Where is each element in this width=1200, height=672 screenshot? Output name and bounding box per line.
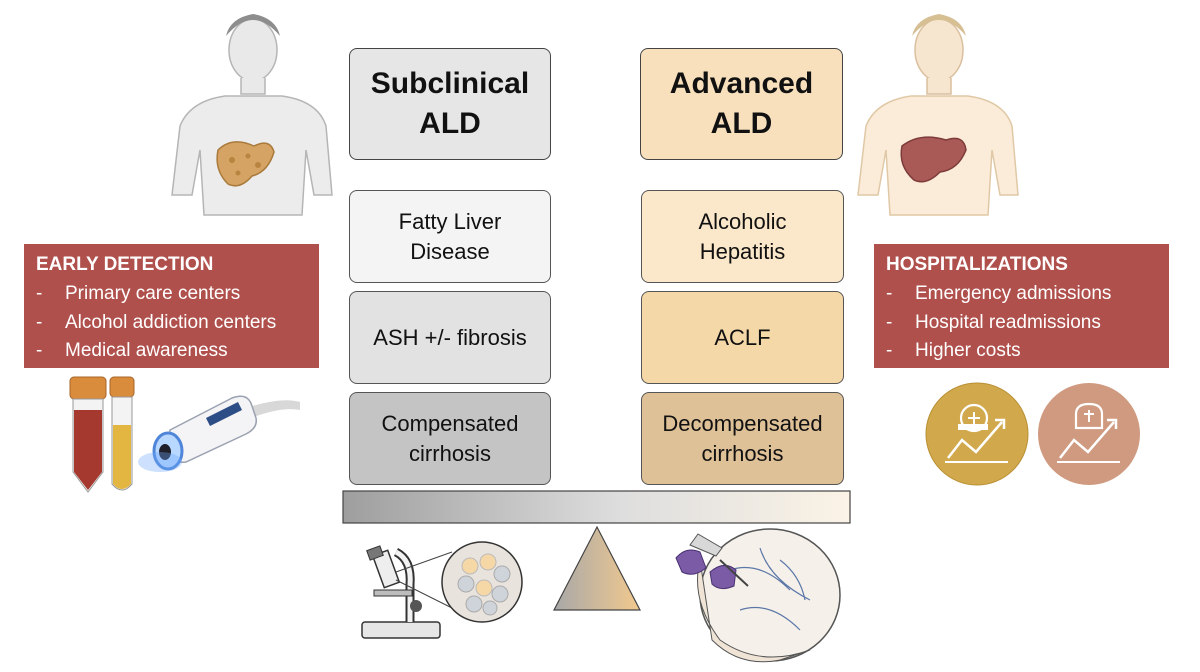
- test-tubes-icon: [69, 376, 135, 493]
- stage-compensated-cirrhosis: Compensated cirrhosis: [349, 392, 551, 485]
- higher-costs-icon: [1038, 383, 1140, 485]
- stage-label: Fatty Liver Disease: [398, 208, 502, 264]
- stage-alcoholic-hepatitis: Alcoholic Hepatitis: [641, 190, 844, 283]
- list-item: -Medical awareness: [36, 340, 228, 361]
- stage-fatty-liver: Fatty Liver Disease: [349, 190, 551, 283]
- subclinical-title: Subclinical ALD: [370, 67, 530, 140]
- hospitalizations-title: HOSPITALIZATIONS: [886, 254, 1068, 275]
- ascites-paracentesis-icon: [675, 528, 841, 663]
- microscope-icon: [361, 545, 441, 639]
- stage-aclf: ACLF: [641, 291, 844, 384]
- stage-label: Decompensated cirrhosis: [662, 410, 823, 466]
- stage-decompensated-cirrhosis: Decompensated cirrhosis: [641, 392, 844, 485]
- list-item: -Primary care centers: [36, 283, 241, 304]
- list-item: -Emergency admissions: [886, 283, 1112, 304]
- human-body-right-icon: [857, 14, 1019, 216]
- list-item: -Higher costs: [886, 340, 1021, 361]
- tissue-zoom-icon: [395, 541, 523, 623]
- stage-label: Alcoholic Hepatitis: [698, 208, 787, 264]
- hospital-admissions-icon: [925, 382, 1029, 486]
- hospitalizations-panel: HOSPITALIZATIONS -Emergency admissions -…: [874, 244, 1169, 368]
- list-item: -Hospital readmissions: [886, 311, 1101, 333]
- balance-fulcrum: [553, 525, 641, 611]
- subclinical-header: Subclinical ALD: [349, 48, 551, 160]
- early-detection-panel: EARLY DETECTION -Primary care centers -A…: [24, 244, 319, 368]
- fibroscan-probe-icon: [138, 395, 300, 472]
- stage-label: ASH +/- fibrosis: [373, 324, 527, 350]
- human-body-left-icon: [171, 14, 333, 216]
- early-detection-list: -Primary care centers -Alcohol addiction…: [36, 280, 309, 366]
- advanced-header: Advanced ALD: [640, 48, 843, 160]
- stage-ash-fibrosis: ASH +/- fibrosis: [349, 291, 551, 384]
- list-item: -Alcohol addiction centers: [36, 311, 277, 333]
- advanced-title: Advanced ALD: [669, 67, 814, 140]
- stage-label: Compensated cirrhosis: [381, 410, 519, 466]
- early-detection-title: EARLY DETECTION: [36, 254, 214, 275]
- stage-label: ACLF: [714, 324, 771, 350]
- hospitalizations-list: -Emergency admissions -Hospital readmiss…: [886, 280, 1159, 366]
- balance-beam: [342, 490, 851, 524]
